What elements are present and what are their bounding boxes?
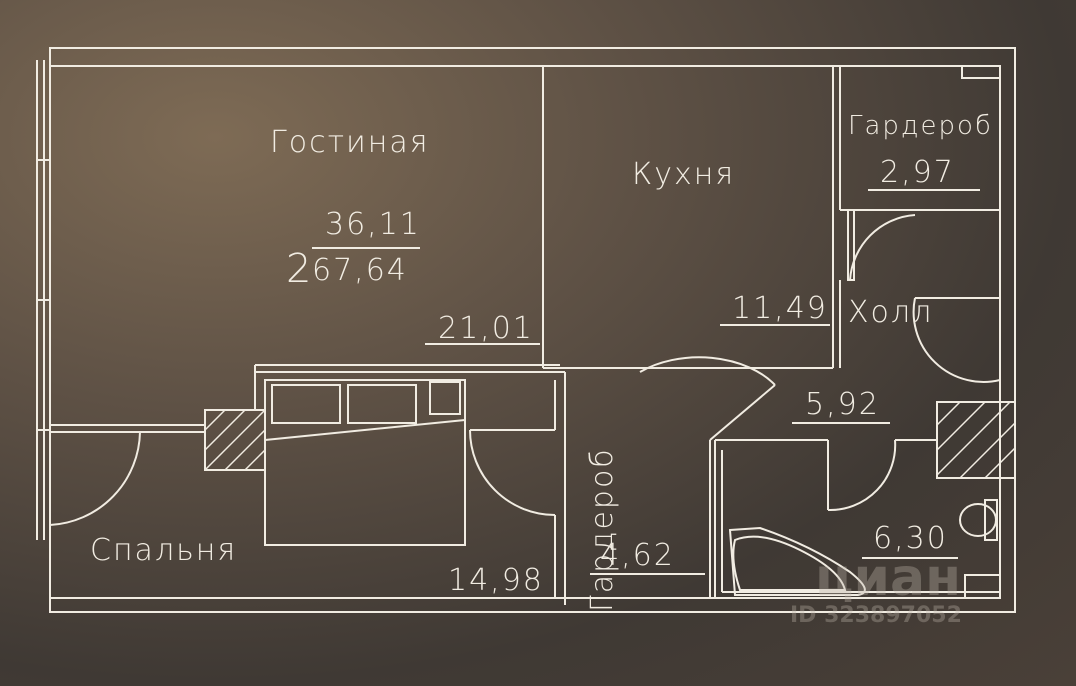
sink: [959, 499, 998, 541]
hall-area: 5,92: [805, 387, 880, 422]
interior-walls: [49, 66, 1001, 605]
wardrobe-top-area: 2,97: [880, 155, 955, 190]
svg-text:ID 323897052: ID 323897052: [790, 603, 962, 628]
living-room-name: Гостиная: [270, 125, 430, 160]
bathtub: [728, 526, 866, 596]
watermark: циан ID 323897052: [790, 548, 962, 628]
bedroom-name: Спальня: [90, 533, 237, 568]
kitchen-name: Кухня: [632, 157, 735, 192]
wardrobe-mid-area: 4,62: [600, 538, 675, 573]
living-area: 36,11: [325, 207, 421, 242]
wardrobe-mid-name: Гардероб: [585, 447, 620, 612]
total-area: 67,64: [312, 253, 408, 288]
living-room-area: 21,01: [438, 311, 534, 346]
hall-name: Холл: [848, 295, 933, 330]
bed: [264, 379, 466, 546]
kitchen-area: 11,49: [732, 291, 828, 326]
wardrobe-top-name: Гардероб: [848, 111, 993, 141]
bedroom-area: 14,98: [448, 563, 544, 598]
rooms-count: 2: [286, 246, 313, 292]
room-labels: Гостиная 21,01 2 36,11 67,64 Кухня 11,49…: [90, 111, 993, 612]
bathroom-area: 6,30: [873, 521, 948, 556]
